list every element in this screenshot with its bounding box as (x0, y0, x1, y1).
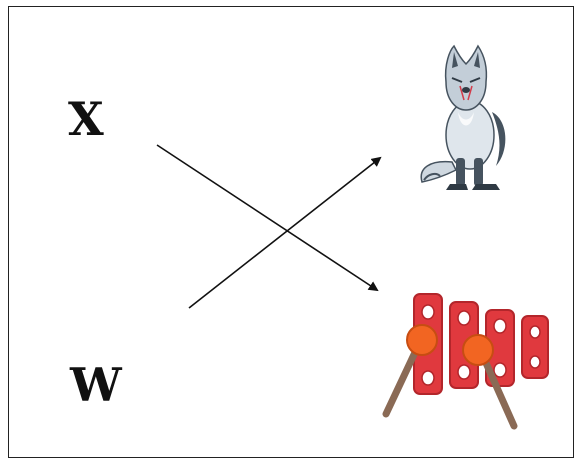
arrow-w-to-wolf (188, 156, 382, 309)
letter-w-label: W (70, 358, 122, 412)
arrow-x-to-xylophone (156, 144, 379, 292)
letter-x-label: X (68, 92, 104, 146)
wolf-image (420, 44, 506, 190)
xylophone-image (382, 293, 549, 430)
